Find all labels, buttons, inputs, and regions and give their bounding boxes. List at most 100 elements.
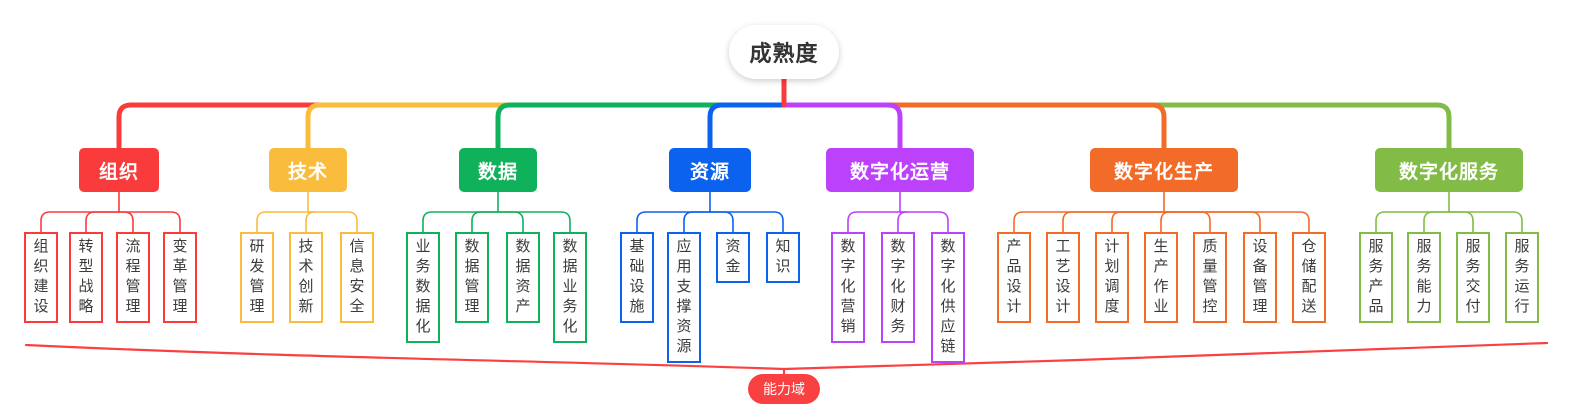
category-node-organization[interactable]: 组织: [79, 148, 159, 192]
leaf-node-char: 质: [1202, 238, 1218, 255]
leaf-node-char: 业: [562, 278, 578, 295]
leaf-node-char: 销: [840, 318, 856, 335]
leaf-node-char: 务: [890, 318, 906, 335]
leaf-node-data-3[interactable]: 数据业务化: [553, 232, 587, 343]
root-node[interactable]: 成熟度: [729, 25, 839, 79]
leaf-node-digital_production-0[interactable]: 产品设计: [997, 232, 1031, 323]
leaf-node-char: 送: [1301, 298, 1317, 315]
leaf-node-char: 战: [78, 278, 94, 295]
leaf-node-data-2[interactable]: 数据资产: [506, 232, 540, 323]
leaf-node-char: 理: [172, 298, 188, 315]
footer-node[interactable]: 能力域: [748, 374, 820, 404]
leaf-node-char: 化: [562, 318, 578, 335]
leaf-node-organization-0[interactable]: 组织建设: [24, 232, 58, 323]
leaf-node-digital_production-6[interactable]: 仓储配送: [1292, 232, 1326, 323]
leaf-node-char: 转: [78, 238, 94, 255]
leaf-node-char: 服: [1465, 238, 1481, 255]
leaf-node-char: 产: [1368, 278, 1384, 295]
leaf-node-char: 服: [1514, 238, 1530, 255]
leaf-node-digital_production-1[interactable]: 工艺设计: [1046, 232, 1080, 323]
leaf-node-resource-1[interactable]: 应用支撑资源: [667, 232, 701, 363]
leaf-node-char: 品: [1368, 298, 1384, 315]
leaf-node-char: 务: [562, 298, 578, 315]
leaf-node-data-1[interactable]: 数据管理: [455, 232, 489, 323]
leaf-node-char: 务: [1416, 258, 1432, 275]
leaf-node-organization-2[interactable]: 流程管理: [116, 232, 150, 323]
category-node-label: 数据: [477, 161, 518, 183]
leaf-node-char: 撑: [676, 298, 692, 315]
leaf-node-char: 数: [940, 238, 956, 255]
category-node-digital_operations[interactable]: 数字化运营: [826, 148, 974, 192]
leaf-node-resource-0[interactable]: 基础设施: [620, 232, 654, 323]
leaf-node-char: 技: [298, 238, 314, 255]
leaf-node-char: 度: [1104, 298, 1120, 315]
leaf-node-digital_operations-0[interactable]: 数字化营销: [831, 232, 865, 343]
leaf-node-resource-3[interactable]: 知识: [766, 232, 800, 283]
leaf-node-char: 数: [840, 238, 856, 255]
leaf-node-digital_production-4[interactable]: 质量管控: [1193, 232, 1227, 323]
leaf-node-char: 支: [676, 278, 692, 295]
leaf-node-resource-2[interactable]: 资金: [716, 232, 750, 283]
leaf-node-technology-1[interactable]: 技术创新: [289, 232, 323, 323]
leaf-node-char: 应: [940, 318, 956, 335]
leaf-node-char: 产: [1006, 238, 1022, 255]
leaf-node-char: 化: [415, 318, 431, 335]
leaf-node-char: 计: [1104, 238, 1120, 255]
leaf-node-char: 营: [840, 298, 856, 315]
leaf-node-char: 数: [464, 238, 480, 255]
leaf-node-technology-2[interactable]: 信息安全: [340, 232, 374, 323]
leaf-node-char: 务: [1514, 258, 1530, 275]
leaf-node-char: 务: [1368, 258, 1384, 275]
leaf-node-char: 设: [33, 298, 49, 315]
leaf-node-char: 化: [840, 278, 856, 295]
leaf-node-char: 术: [298, 258, 314, 275]
leaf-node-digital_production-2[interactable]: 计划调度: [1095, 232, 1129, 323]
leaf-node-char: 资: [515, 278, 531, 295]
leaf-node-char: 据: [515, 258, 531, 275]
leaf-node-char: 数: [890, 238, 906, 255]
leaf-node-char: 设: [1055, 278, 1071, 295]
leaf-node-digital_service-0[interactable]: 服务产品: [1359, 232, 1393, 323]
leaf-node-char: 控: [1202, 298, 1218, 315]
leaf-node-char: 品: [1006, 258, 1022, 275]
leaf-node-char: 理: [249, 298, 265, 315]
leaf-node-technology-0[interactable]: 研发管理: [240, 232, 274, 323]
leaf-node-char: 新: [298, 298, 314, 315]
leaf-node-organization-3[interactable]: 变革管理: [163, 232, 197, 323]
category-node-digital_service[interactable]: 数字化服务: [1375, 148, 1523, 192]
category-node-technology[interactable]: 技术: [269, 148, 347, 192]
leaf-node-digital_operations-2[interactable]: 数字化供应链: [931, 232, 965, 363]
leaf-node-char: 设: [1006, 278, 1022, 295]
leaf-node-char: 据: [464, 258, 480, 275]
leaf-node-digital_service-1[interactable]: 服务能力: [1407, 232, 1441, 323]
leaf-node-char: 据: [415, 298, 431, 315]
leaf-node-char: 源: [676, 338, 692, 355]
leaf-node-char: 运: [1514, 278, 1530, 295]
leaf-node-char: 建: [33, 278, 49, 295]
leaf-node-digital_production-3[interactable]: 生产作业: [1144, 232, 1178, 323]
leaf-node-char: 备: [1252, 258, 1268, 275]
leaf-node-digital_operations-1[interactable]: 数字化财务: [881, 232, 915, 343]
leaf-node-organization-1[interactable]: 转型战略: [69, 232, 103, 323]
leaf-node-digital_production-5[interactable]: 设备管理: [1243, 232, 1277, 323]
leaf-node-char: 管: [125, 278, 141, 295]
leaf-node-char: 付: [1465, 298, 1481, 315]
leaf-node-char: 管: [1202, 278, 1218, 295]
leaf-node-char: 革: [172, 258, 188, 275]
leaf-node-char: 发: [249, 258, 265, 275]
category-node-label: 技术: [287, 161, 328, 183]
leaf-node-char: 产: [515, 298, 531, 315]
leaf-node-char: 工: [1055, 238, 1071, 255]
leaf-node-char: 资: [676, 318, 692, 335]
category-node-digital_production[interactable]: 数字化生产: [1090, 148, 1238, 192]
category-node-resource[interactable]: 资源: [669, 148, 751, 192]
leaf-node-char: 管: [1252, 278, 1268, 295]
leaf-node-digital_service-2[interactable]: 服务交付: [1456, 232, 1490, 323]
leaf-node-char: 理: [125, 298, 141, 315]
category-node-data[interactable]: 数据: [459, 148, 537, 192]
leaf-node-char: 数: [415, 278, 431, 295]
leaf-node-digital_service-3[interactable]: 服务运行: [1505, 232, 1539, 323]
leaf-node-data-0[interactable]: 业务数据化: [406, 232, 440, 343]
leaf-node-char: 业: [415, 238, 431, 255]
leaf-node-char: 数: [515, 238, 531, 255]
